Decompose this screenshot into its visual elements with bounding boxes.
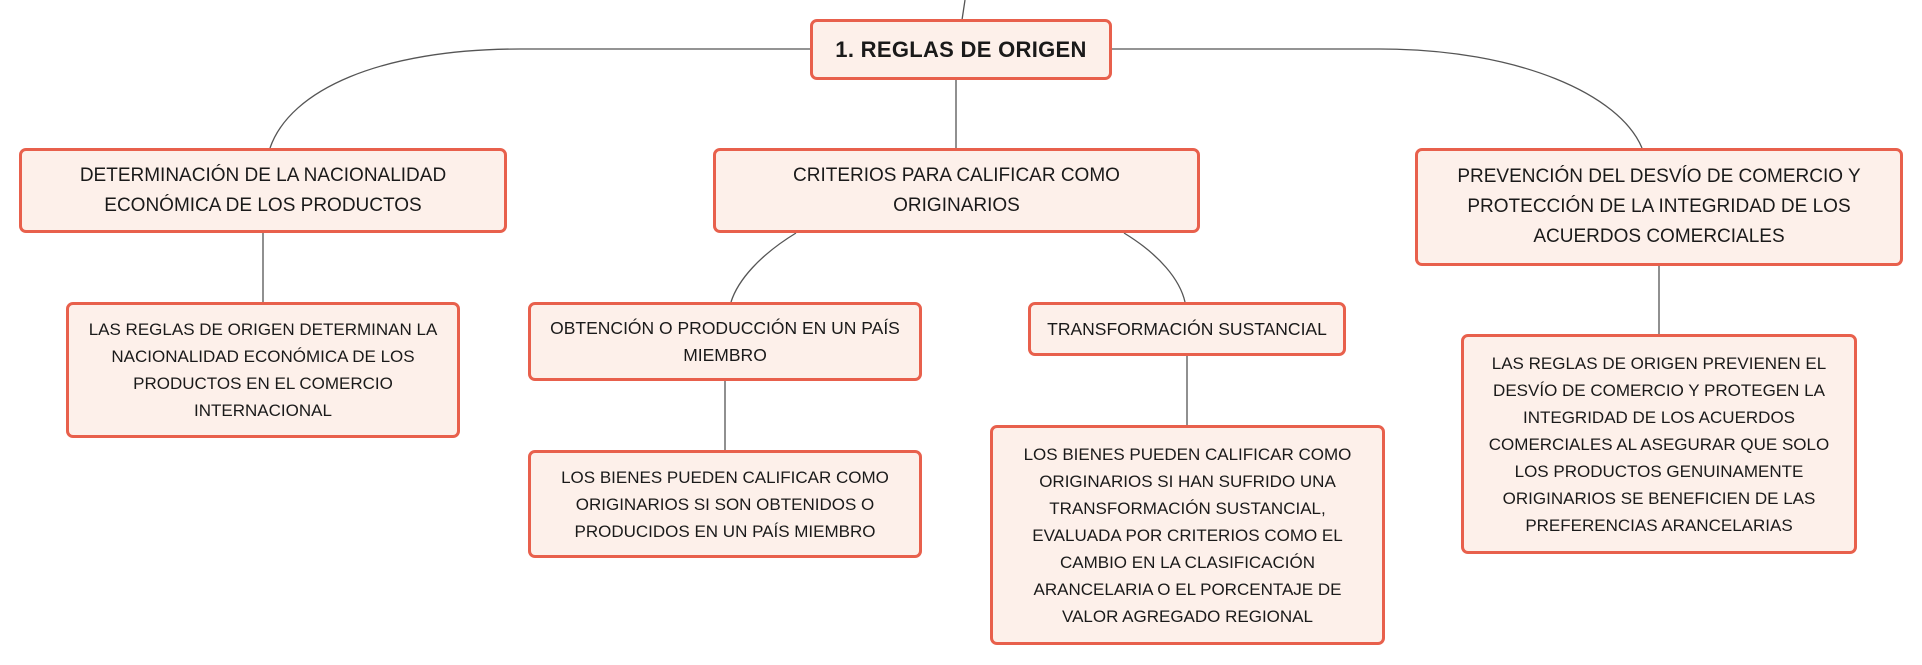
connector-root-branch-3 (1110, 48, 1643, 149)
child-label: TRANSFORMACIÓN SUSTANCIAL (1047, 318, 1327, 339)
branch-label: CRITERIOS PARA CALIFICAR COMO ORIGINARIO… (793, 164, 1120, 216)
branch-label: PREVENCIÓN DEL DESVÍO DE COMERCIO Y PROT… (1457, 166, 1861, 247)
connector-root-parent (961, 0, 966, 21)
detail-text: LOS BIENES PUEDEN CALIFICAR COMO ORIGINA… (561, 467, 889, 541)
detail-node-obtencion[interactable]: LOS BIENES PUEDEN CALIFICAR COMO ORIGINA… (528, 450, 922, 558)
child-label: OBTENCIÓN O PRODUCCIÓN EN UN PAÍS MIEMBR… (550, 317, 900, 365)
branch-label: DETERMINACIÓN DE LA NACIONALIDAD ECONÓMI… (79, 164, 447, 216)
detail-text: LOS BIENES PUEDEN CALIFICAR COMO ORIGINA… (1023, 444, 1352, 626)
detail-text: LAS REGLAS DE ORIGEN DETERMINAN LA NACIO… (88, 320, 438, 420)
connector-branch-2-child-1 (730, 232, 797, 303)
connector-branch-2-child-2 (1123, 232, 1186, 303)
branch-node-criterios[interactable]: CRITERIOS PARA CALIFICAR COMO ORIGINARIO… (713, 148, 1200, 233)
connector-root-branch-1 (269, 48, 812, 149)
detail-node-nacionalidad[interactable]: LAS REGLAS DE ORIGEN DETERMINAN LA NACIO… (66, 302, 460, 438)
detail-node-prevencion[interactable]: LAS REGLAS DE ORIGEN PREVIENEN EL DESVÍO… (1461, 334, 1857, 554)
branch-node-nacionalidad[interactable]: DETERMINACIÓN DE LA NACIONALIDAD ECONÓMI… (19, 148, 507, 233)
child-node-obtencion[interactable]: OBTENCIÓN O PRODUCCIÓN EN UN PAÍS MIEMBR… (528, 302, 922, 381)
child-node-transformacion[interactable]: TRANSFORMACIÓN SUSTANCIAL (1028, 302, 1346, 356)
root-node[interactable]: 1. REGLAS DE ORIGEN (810, 19, 1112, 80)
branch-node-prevencion[interactable]: PREVENCIÓN DEL DESVÍO DE COMERCIO Y PROT… (1415, 148, 1903, 266)
detail-text: LAS REGLAS DE ORIGEN PREVIENEN EL DESVÍO… (1488, 353, 1830, 535)
root-label: 1. REGLAS DE ORIGEN (835, 36, 1087, 62)
detail-node-transformacion[interactable]: LOS BIENES PUEDEN CALIFICAR COMO ORIGINA… (990, 425, 1385, 645)
